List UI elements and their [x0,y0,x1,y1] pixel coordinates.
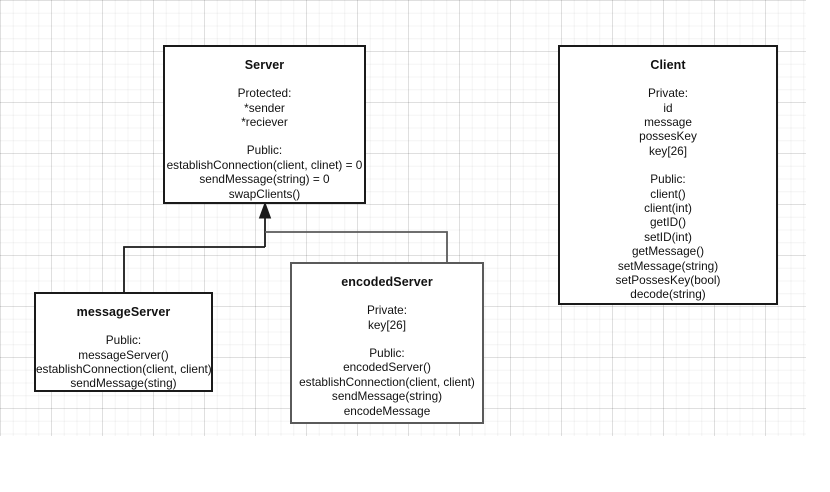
member-item: swapClients() [228,186,301,201]
member-item: key[26] [367,317,407,332]
section-label: Private: [648,86,688,101]
class-box-server[interactable]: Server Protected: *sender *reciever Publ… [163,45,366,204]
member-item: *reciever [241,115,288,130]
inheritance-arrowhead [258,201,272,219]
member-item: sendMessage(string) [331,389,443,404]
member-item: establishConnection(client, client) [299,374,475,389]
section-public-messageserver: Public: messageServer() establishConnect… [36,333,212,391]
connector-to-messageserver [123,246,265,292]
member-item: client() [650,186,686,201]
section-protected-server: Protected: *sender *reciever [165,86,364,129]
member-item: decode(string) [630,287,706,302]
member-item: setID(int) [644,229,692,244]
member-item: setPossesKey(bool) [615,272,721,287]
member-item: key[26] [648,143,688,158]
section-label: Protected: [237,86,292,101]
member-item: *sender [244,100,285,115]
class-name-encodedserver: encodedServer [341,275,433,289]
member-item: establishConnection(client, client) [36,362,212,377]
section-label: Private: [367,303,407,318]
member-item: getID() [649,215,687,230]
section-label: Public: [246,143,283,158]
section-label: Public: [650,172,686,187]
section-public-client: Public: client() client(int) getID() set… [560,172,776,302]
section-label: Public: [369,346,405,361]
class-box-messageserver[interactable]: messageServer Public: messageServer() es… [34,292,213,392]
member-item: establishConnection(client, clinet) = 0 [166,157,363,172]
member-item: message [644,115,692,130]
class-name-client: Client [650,58,686,72]
connector-to-encodedserver [265,231,448,262]
class-name-messageserver: messageServer [76,305,171,319]
member-item: sendMessage(string) = 0 [199,172,330,187]
class-box-client[interactable]: Client Private: id message possesKey key… [558,45,778,305]
member-item: encodedServer() [343,360,431,375]
section-label: Public: [105,333,142,348]
section-private-encodedserver: Private: key[26] [292,303,482,332]
member-item: getMessage() [631,244,705,259]
member-item: client(int) [644,200,692,215]
section-public-server: Public: establishConnection(client, clin… [165,143,364,201]
member-item: messageServer() [78,347,169,362]
section-private-client: Private: id message possesKey key[26] [560,86,776,158]
section-public-encodedserver: Public: encodedServer() establishConnect… [292,346,482,418]
member-item: setMessage(string) [617,258,719,273]
class-box-encodedserver[interactable]: encodedServer Private: key[26] Public: e… [290,262,484,424]
member-item: sendMessage(sting) [70,376,177,391]
class-name-server: Server [244,58,285,72]
member-item: possesKey [639,129,697,144]
member-item: encodeMessage [343,403,431,418]
member-item: id [663,100,673,115]
